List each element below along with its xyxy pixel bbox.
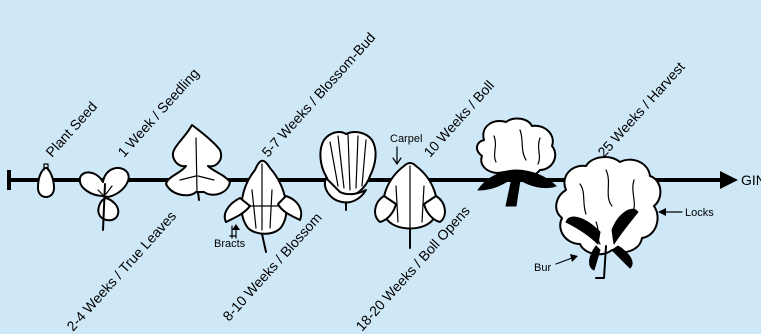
blossom-illustration <box>320 132 375 210</box>
carpel-label: Carpel <box>390 133 422 145</box>
seed-illustration <box>38 164 54 197</box>
boll-opens-illustration <box>477 119 556 206</box>
bur-callout-arrow <box>556 254 578 264</box>
seedling-illustration <box>80 168 129 230</box>
timeline-arrow-icon <box>720 171 738 189</box>
true-leaves-illustration <box>166 125 230 200</box>
stage-label-plant-seed: Plant Seed <box>42 98 100 160</box>
stage-label-harvest: 25 Weeks / Harvest <box>594 59 688 160</box>
bur-label: Bur <box>534 262 551 274</box>
gin-label: GIN <box>741 172 761 188</box>
bracts-label: Bracts <box>214 238 246 250</box>
stage-label-true-leaves: 2-4 Weeks / True Leaves <box>63 208 179 334</box>
locks-label: Locks <box>685 207 714 219</box>
locks-callout-arrow <box>658 208 682 216</box>
